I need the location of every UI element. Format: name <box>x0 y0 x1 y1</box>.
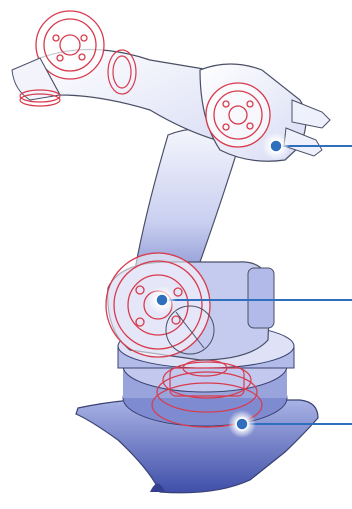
forearm-gear <box>107 49 137 95</box>
wrist-gear <box>205 82 271 148</box>
callout-dot-base <box>228 410 256 438</box>
gripper <box>283 99 331 157</box>
callout-dot-shoulder <box>148 286 176 314</box>
base-gear <box>151 359 263 428</box>
callout-dot-wrist <box>262 132 290 160</box>
elbow-gear <box>35 10 105 80</box>
